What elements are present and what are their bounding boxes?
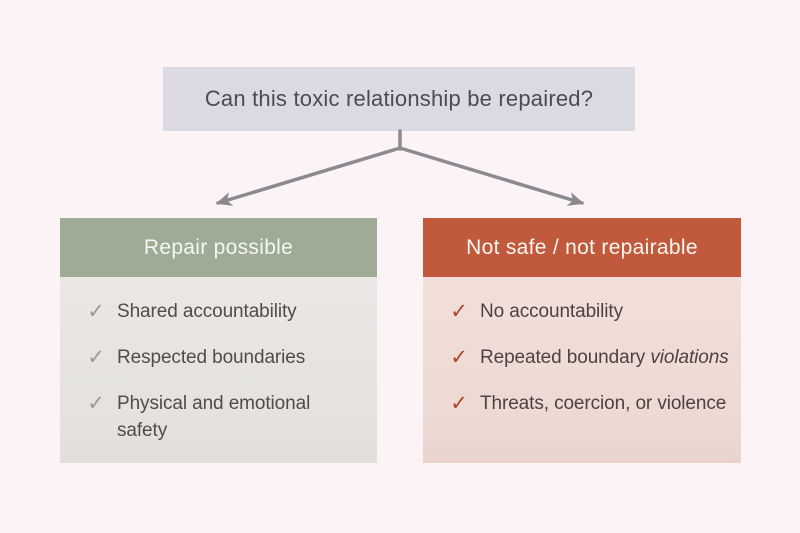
check-icon: ✓ xyxy=(87,392,105,415)
list-item: ✓ No accountability xyxy=(447,298,741,325)
not-safe-header-label: Not safe / not repairable xyxy=(466,235,698,259)
repair-possible-header: Repair possible xyxy=(60,218,377,277)
branch-arrow-left xyxy=(215,146,402,206)
list-item-text: Repeated boundary violations xyxy=(480,344,729,371)
repair-possible-card: Repair possible ✓ Shared accountability … xyxy=(60,218,377,463)
list-item-text: Shared accountability xyxy=(117,298,297,325)
list-item-text-main: No accountability xyxy=(480,301,623,322)
list-item-text-italic: violations xyxy=(650,347,729,368)
list-item: ✓ Physical and emotional safety xyxy=(84,390,377,444)
branch-arrow-right xyxy=(398,146,585,206)
check-icon: ✓ xyxy=(87,346,105,369)
repair-possible-list: ✓ Shared accountability ✓ Respected boun… xyxy=(60,277,377,463)
list-item-text: No accountability xyxy=(480,298,623,325)
question-text: Can this toxic relationship be repaired? xyxy=(204,86,594,111)
list-item: ✓ Repeated boundary violations xyxy=(447,344,741,371)
list-item: ✓ Threats, coercion, or violence xyxy=(447,390,741,417)
list-item-text-main: Shared accountability xyxy=(117,301,297,322)
question-box: Can this toxic relationship be repaired? xyxy=(163,67,635,131)
check-icon: ✓ xyxy=(450,392,468,415)
list-item-text: Threats, coercion, or violence xyxy=(480,390,726,417)
list-item-text-main: Threats, coercion, or violence xyxy=(480,393,727,414)
list-item-text-main: Repeated boundary xyxy=(480,347,651,368)
check-icon: ✓ xyxy=(450,300,468,323)
list-item: ✓ Shared accountability xyxy=(84,298,377,325)
list-item-text: Physical and emotional safety xyxy=(117,390,349,444)
repair-possible-header-label: Repair possible xyxy=(143,235,294,259)
list-item: ✓ Respected boundaries xyxy=(84,344,377,371)
list-item-text-main: Respected boundaries xyxy=(117,347,306,368)
not-safe-header: Not safe / not repairable xyxy=(423,218,741,277)
check-icon: ✓ xyxy=(87,300,105,323)
check-icon: ✓ xyxy=(450,346,468,369)
list-item-text-main: Physical and emotional safety xyxy=(117,393,311,441)
not-safe-card: Not safe / not repairable ✓ No accountab… xyxy=(423,218,741,463)
not-safe-list: ✓ No accountability ✓ Repeated boundary … xyxy=(423,277,741,463)
list-item-text: Respected boundaries xyxy=(117,344,305,371)
